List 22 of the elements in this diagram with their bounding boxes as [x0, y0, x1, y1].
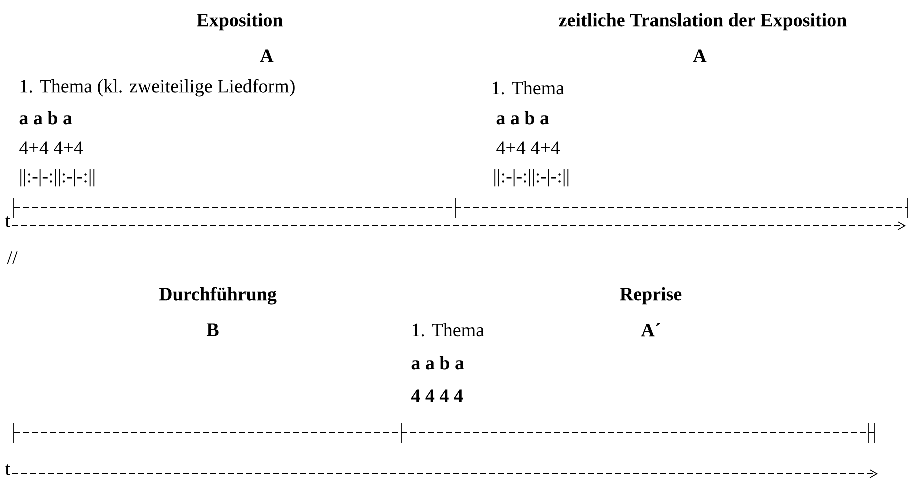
- section-letter: B: [206, 324, 219, 336]
- section-heading: Reprise: [620, 287, 682, 305]
- phrase-letters: a a b a: [20, 111, 72, 125]
- time-label: t: [5, 216, 10, 228]
- section-heading: zeitliche Translation der Exposition: [559, 13, 847, 31]
- phrase-letters: a a b a: [496, 111, 550, 125]
- theme-label: 1. Thema: [492, 81, 564, 95]
- section-heading: Durchführung: [159, 287, 277, 305]
- repeat-signs: ||:-|-:||:-|-:||: [494, 169, 569, 187]
- phrase-letters: a a b a: [412, 356, 464, 370]
- section-letter: A: [693, 50, 707, 62]
- repeat-signs: ||:-|-:||:-|-:||: [20, 169, 95, 187]
- theme-label: 1. Thema (kl. zweiteilige Liedform): [20, 79, 295, 97]
- section-letter: A´: [641, 323, 660, 337]
- theme-label: 1. Thema: [412, 323, 484, 337]
- section-letter: A: [260, 50, 274, 62]
- time-label: t: [5, 464, 10, 476]
- bar-count: 4+4 4+4: [20, 142, 84, 154]
- break-mark: //: [7, 252, 18, 264]
- bar-count: 4 4 4 4: [411, 390, 464, 402]
- bar-count: 4+4 4+4: [496, 142, 560, 154]
- section-heading: Exposition: [197, 13, 283, 31]
